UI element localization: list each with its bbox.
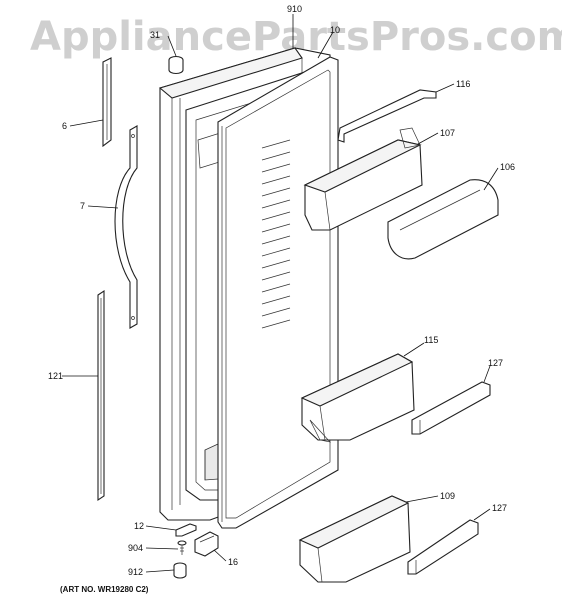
callout-109: 109 (440, 491, 455, 501)
bin-front-panel-upper-part[interactable] (411, 381, 491, 435)
hinge-bracket-part[interactable] (194, 531, 219, 557)
bracket-part[interactable] (175, 523, 197, 537)
callout-127-lower: 127 (492, 503, 507, 513)
callout-31: 31 (150, 30, 160, 40)
callout-107: 107 (440, 128, 455, 138)
screw-part[interactable] (177, 540, 187, 555)
lower-door-bin-part[interactable] (298, 495, 411, 583)
callout-12: 12 (134, 521, 144, 531)
bushing-part[interactable] (173, 562, 187, 579)
trim-strip-part[interactable] (102, 57, 112, 148)
callout-910: 910 (287, 4, 302, 14)
upper-door-bin-part[interactable] (303, 127, 423, 231)
door-gasket[interactable] (217, 56, 339, 529)
bin-front-panel-lower-part[interactable] (407, 519, 479, 575)
door-shelf-ridges (261, 139, 291, 329)
leader-lines (62, 14, 499, 573)
callout-904: 904 (128, 543, 143, 553)
callout-127-upper: 127 (488, 358, 503, 368)
callout-912: 912 (128, 567, 143, 577)
callout-7: 7 (80, 201, 85, 211)
callout-6: 6 (62, 121, 67, 131)
door-handle-part[interactable] (114, 125, 138, 329)
callout-106: 106 (500, 162, 515, 172)
middle-door-bin-part[interactable] (300, 353, 415, 443)
callout-116: 116 (456, 79, 470, 89)
bin-cover-part[interactable] (387, 179, 499, 260)
callout-10: 10 (330, 25, 340, 35)
bin-rail-part[interactable] (337, 89, 437, 143)
callout-115: 115 (424, 335, 438, 345)
callout-16: 16 (228, 557, 238, 567)
art-number: (ART NO. WR19280 C2) (60, 585, 149, 594)
hinge-plug-part[interactable] (168, 55, 184, 75)
callout-121: 121 (48, 371, 63, 381)
long-trim-part[interactable] (97, 289, 105, 502)
